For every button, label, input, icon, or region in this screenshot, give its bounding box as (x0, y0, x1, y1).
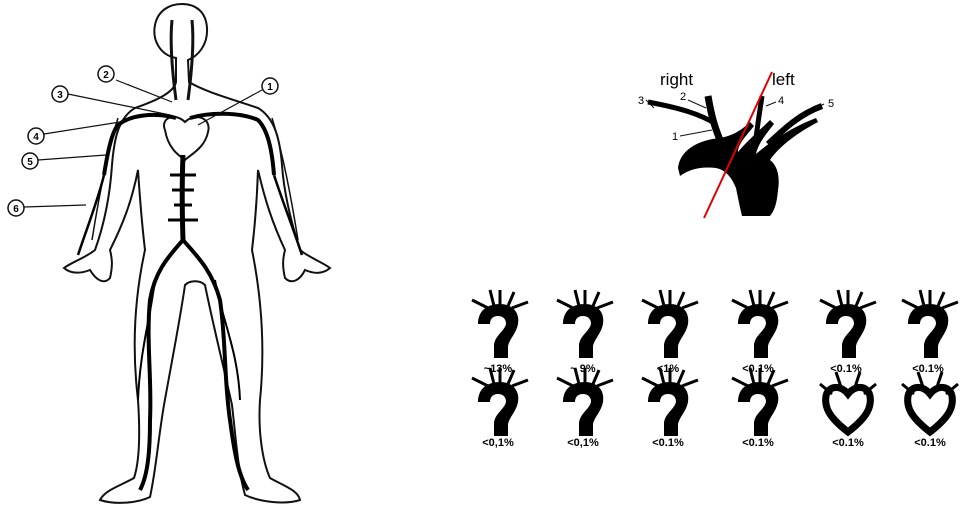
callout-line-2 (116, 80, 172, 102)
callout-5: 5 (22, 153, 38, 169)
body-outline-svg: 1 2 3 4 5 6 (0, 0, 360, 516)
callout-3-label: 3 (57, 90, 63, 101)
callout-6: 6 (8, 200, 24, 216)
iliac-left (140, 240, 183, 490)
callout-line-5 (38, 155, 106, 160)
variant-6: <0.1% (902, 290, 958, 375)
variant-4: <0.1% (732, 290, 788, 375)
aortic-arch-diagram: right left 1 2 3 4 5 (620, 60, 840, 230)
callout-4: 4 (28, 128, 44, 144)
variant-12-freq: <0.1% (914, 437, 946, 449)
variant-2: ~ 9% (557, 290, 613, 375)
arch-label-3: 3 (638, 95, 644, 107)
callout-6-label: 6 (13, 204, 19, 215)
variant-7-freq: <0,1% (482, 437, 514, 449)
callout-line-4 (44, 122, 120, 134)
callout-1: 1 (262, 78, 278, 94)
arch-label-1: 1 (672, 131, 678, 143)
variant-8-freq: <0,1% (567, 437, 599, 449)
right-subclavian-branch (648, 102, 716, 124)
side-label-right: right (660, 70, 693, 89)
arch-label-5: 5 (828, 98, 834, 110)
body-artery-diagram: 1 2 3 4 5 6 (0, 0, 360, 516)
variant-1: ~13% (472, 290, 528, 375)
variant-9-freq: <0.1% (652, 437, 684, 449)
arm-artery-left (78, 175, 104, 255)
callout-4-label: 4 (33, 132, 39, 143)
callout-5-label: 5 (27, 157, 33, 168)
variant-8: <0,1% (557, 368, 613, 449)
variants-svg: ~13% ~ 9% <1% <0.1% <0.1% <0.1% <0,1% (460, 280, 963, 450)
variant-11-freq: <0.1% (832, 437, 864, 449)
arch-label-4: 4 (778, 95, 784, 107)
callout-line-6 (24, 205, 86, 207)
variant-12: <0.1% (902, 372, 958, 449)
aortic-arch-svg: right left 1 2 3 4 5 (620, 60, 840, 230)
variant-1-freq: ~13% (484, 363, 513, 375)
variant-5: <0.1% (820, 290, 876, 375)
callout-2-label: 2 (103, 70, 109, 81)
variant-3: <1% (642, 290, 698, 375)
arch-leader-4 (766, 102, 776, 106)
arch-leader-2 (688, 100, 706, 108)
side-label-left: left (772, 70, 795, 89)
descending-aorta (182, 155, 183, 240)
callout-2: 2 (98, 66, 114, 82)
arch-variants-grid: ~13% ~ 9% <1% <0.1% <0.1% <0.1% <0,1% (460, 280, 963, 450)
variant-10-freq: <0.1% (742, 437, 774, 449)
callout-3: 3 (52, 86, 68, 102)
variant-9: <0.1% (642, 368, 698, 449)
arch-leader-1 (680, 130, 712, 136)
callout-line-3 (68, 94, 170, 115)
variant-10: <0.1% (732, 368, 788, 449)
variant-7: <0,1% (472, 368, 528, 449)
callout-1-label: 1 (267, 82, 273, 93)
leg-branch-left (138, 280, 155, 400)
variant-4-freq: <0.1% (742, 363, 774, 375)
left-subclavian (768, 106, 822, 144)
arch-label-2: 2 (680, 91, 686, 103)
variant-11: <0.1% (820, 372, 876, 449)
